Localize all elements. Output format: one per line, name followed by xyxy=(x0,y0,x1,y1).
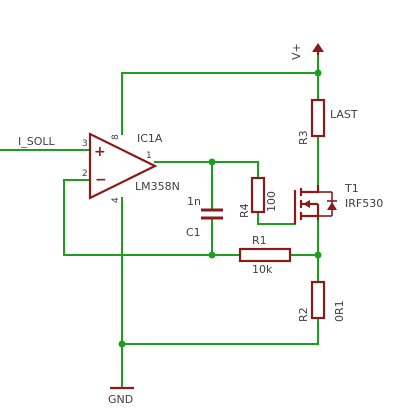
junction-cap-bottom xyxy=(208,251,216,259)
junction-vplus xyxy=(314,69,322,77)
r2-name: R2 xyxy=(297,307,310,322)
mosfet-name: T1 xyxy=(344,182,359,195)
ground-symbol: GND xyxy=(108,386,134,406)
input-net-label: I_SOLL xyxy=(18,135,56,148)
junction-ground xyxy=(118,340,126,348)
opamp-name: IC1A xyxy=(137,132,163,145)
opamp-pin-inv: 2 xyxy=(82,169,88,179)
opamp-value: LM358N xyxy=(135,180,180,193)
resistor-r4: R4 100 xyxy=(238,176,278,218)
opamp-minus-sign: − xyxy=(95,172,107,188)
r3-value: LAST xyxy=(330,108,358,121)
opamp-plus-sign: + xyxy=(94,144,106,160)
r1-value: 10k xyxy=(252,263,273,276)
capacitor-c1: 1n C1 xyxy=(186,195,223,239)
r1-name: R1 xyxy=(252,234,267,247)
resistor-r1: R1 10k xyxy=(238,234,292,276)
opamp-pin-vcc: 8 xyxy=(111,134,121,140)
resistor-r3: R3 LAST xyxy=(297,98,358,145)
capacitor-name: C1 xyxy=(186,226,201,239)
r2-value: 0R1 xyxy=(333,300,346,322)
capacitor-value: 1n xyxy=(187,195,201,208)
resistor-r2: R2 0R1 xyxy=(297,280,346,322)
junction-output xyxy=(208,158,216,166)
supply-symbol: V+ xyxy=(290,43,324,60)
mosfet-diode xyxy=(327,202,337,210)
mosfet-value: IRF530 xyxy=(345,197,383,210)
opamp-pin-out: 1 xyxy=(146,151,152,161)
mosfet-t1: T1 IRF530 xyxy=(293,182,383,224)
opamp-pin-gnd: 4 xyxy=(111,197,121,203)
mosfet-body-arrow xyxy=(303,200,310,208)
ground-label: GND xyxy=(108,393,133,406)
junctions xyxy=(118,69,322,348)
opamp-triangle xyxy=(88,132,158,200)
opamp-ic1a: + − 3 2 1 8 4 IC1A LM358N xyxy=(82,132,180,203)
opamp-pin-noninv: 3 xyxy=(82,139,88,149)
wires xyxy=(0,54,319,389)
r4-value: 100 xyxy=(265,191,278,212)
r4-name: R4 xyxy=(238,203,251,218)
junction-source xyxy=(314,251,322,259)
supply-label: V+ xyxy=(290,43,303,60)
r3-name: R3 xyxy=(297,130,310,145)
